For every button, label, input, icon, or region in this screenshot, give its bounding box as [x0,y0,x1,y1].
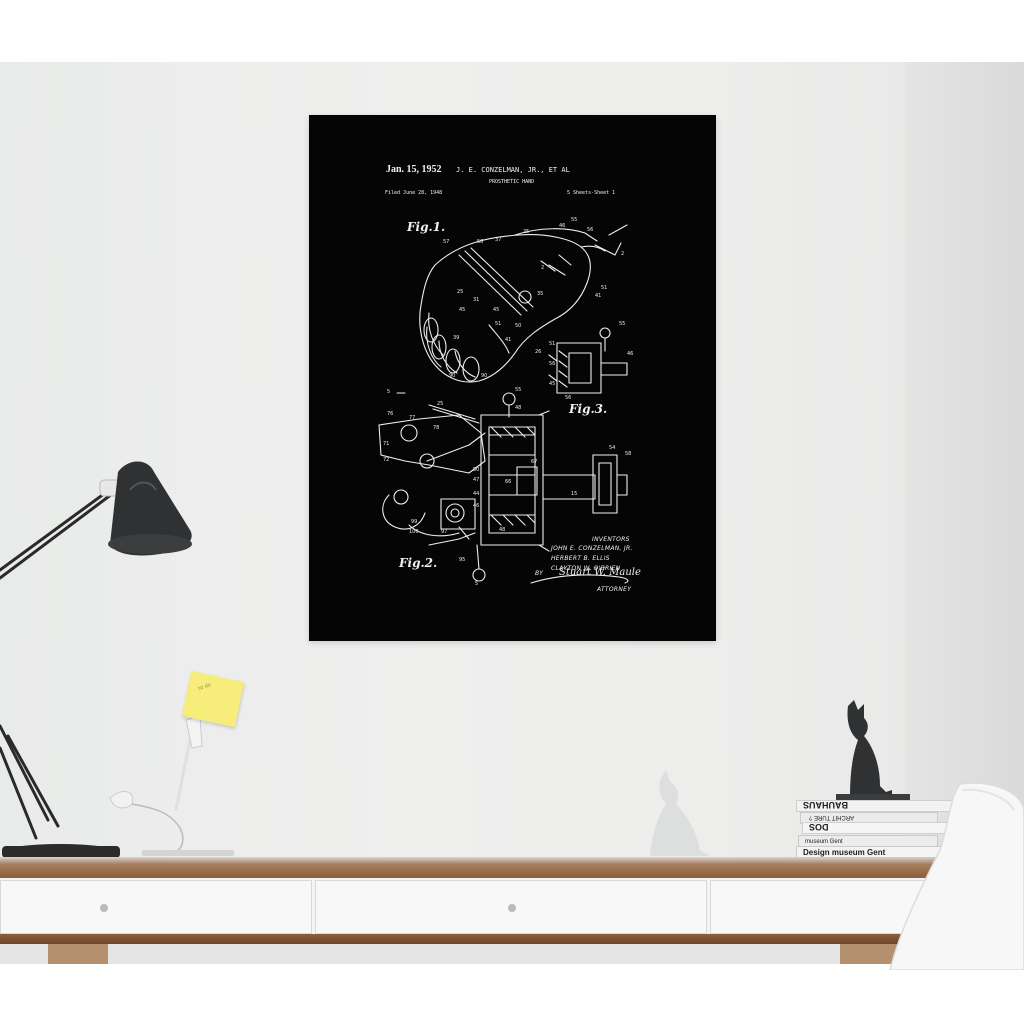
svg-text:67: 67 [531,459,537,465]
wall-corner-shade [905,62,1024,904]
svg-text:5: 5 [475,581,478,587]
drawer-knob-left [100,904,108,912]
svg-text:45: 45 [459,307,465,313]
svg-text:48: 48 [515,405,521,411]
desk-leg-left [48,944,108,964]
fig1-hand-drawing [419,224,628,383]
clip-lamp [109,715,234,856]
fig1-label: Fig.1. [407,220,446,234]
svg-text:51: 51 [601,285,607,291]
patent-date: Jan. 15, 1952 [386,164,442,175]
svg-text:56: 56 [565,395,571,401]
svg-text:2: 2 [541,265,544,271]
fig3-drawing [548,327,628,394]
svg-text:56: 56 [549,361,555,367]
svg-text:95: 95 [459,557,465,563]
svg-text:47: 47 [473,477,479,483]
svg-text:5: 5 [387,389,390,395]
svg-text:35: 35 [537,291,543,297]
fig3-label: Fig.3. [569,402,608,416]
svg-text:39: 39 [453,335,459,341]
fig2-mechanism-drawing [378,392,628,582]
svg-text:90: 90 [481,373,487,379]
svg-text:71: 71 [383,441,389,447]
svg-text:66: 66 [505,479,511,485]
svg-text:50: 50 [515,323,521,329]
drawer-knob-middle [508,904,516,912]
svg-text:51: 51 [549,341,555,347]
svg-text:31: 31 [473,297,479,303]
floor [0,944,1024,964]
patent-sheet-count: 5 Sheets-Sheet 1 [567,190,616,196]
svg-text:48: 48 [499,527,505,533]
by-label: BY [535,570,544,577]
svg-text:54: 54 [609,445,615,451]
fig2-label: Fig.2. [399,556,438,570]
svg-text:56: 56 [587,227,593,233]
svg-text:90: 90 [449,373,455,379]
svg-text:41: 41 [505,337,511,343]
svg-text:2: 2 [621,251,624,257]
svg-text:72: 72 [383,457,389,463]
desk-leg-right [840,944,900,964]
desk-rail [0,934,1024,944]
svg-text:57: 57 [443,239,449,245]
inventor-name-1: JOHN E. CONZELMAN, JR. [551,545,633,552]
patent-title: PROSTHETIC HAND [489,179,535,185]
svg-text:46: 46 [627,351,633,357]
inventor-name-3: CLAYTON W. O'BRIEN [551,565,621,572]
svg-text:45: 45 [549,381,555,387]
svg-text:50: 50 [473,467,479,473]
desk-lamp [0,461,192,860]
white-chair [889,782,1024,970]
svg-text:78: 78 [433,425,439,431]
svg-text:100: 100 [409,529,419,535]
desk-top [0,857,1024,878]
svg-text:58: 58 [625,451,631,457]
attorney-label: ATTORNEY [597,586,632,593]
attorney-signature: Stuart W. Maule [559,567,641,578]
svg-text:25: 25 [523,229,529,235]
svg-text:99: 99 [411,519,417,525]
svg-text:46: 46 [559,223,565,229]
svg-text:41: 41 [595,293,601,299]
desk-drawer-left[interactable] [0,880,312,934]
svg-text:55: 55 [515,387,521,393]
cat-statue [836,700,910,800]
svg-text:15: 15 [571,491,577,497]
svg-text:51: 51 [495,321,501,327]
svg-text:55: 55 [619,321,625,327]
svg-text:97: 97 [441,529,447,535]
svg-text:55: 55 [571,217,577,223]
svg-text:25: 25 [437,401,443,407]
patent-inventor-header: J. E. CONZELMAN, JR., ET AL [456,166,570,174]
svg-text:76: 76 [387,411,393,417]
svg-text:44: 44 [473,491,479,497]
inventor-name-2: HERBERT B. ELLIS [551,555,610,562]
cat-shadow [650,770,710,856]
svg-text:56: 56 [477,239,483,245]
sticky-note-text: to do [197,682,212,692]
svg-text:77: 77 [409,415,415,421]
svg-text:45: 45 [493,307,499,313]
svg-text:46: 46 [473,503,479,509]
svg-text:26: 26 [535,349,541,355]
patent-filed-date: Filed June 28, 1948 [385,190,443,196]
svg-text:37: 37 [495,237,501,243]
svg-text:25: 25 [457,289,463,295]
inventors-label: INVENTORS [592,536,630,543]
